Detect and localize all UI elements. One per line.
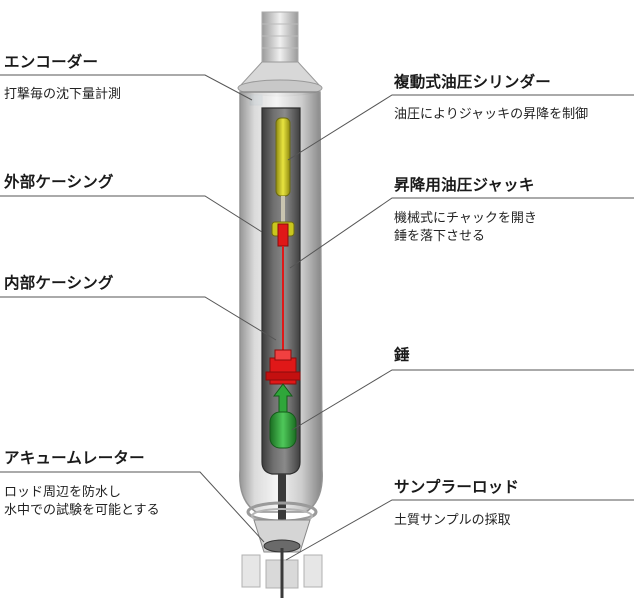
leader-sampler-rod bbox=[285, 499, 634, 561]
label-lifting-jack: 昇降用油圧ジャッキ bbox=[394, 175, 535, 196]
hammer bbox=[269, 383, 297, 449]
hydraulic-cylinder bbox=[275, 117, 291, 197]
hammer-chuck bbox=[265, 349, 301, 385]
lifting-jack bbox=[271, 221, 295, 350]
label-hydraulic-cylinder-desc: 油圧によりジャッキの昇降を制御 bbox=[394, 106, 588, 124]
label-outer-casing: 外部ケーシング bbox=[4, 172, 114, 193]
accumulator-title: アキュームレーター bbox=[4, 449, 145, 467]
encoder-title: エンコーダー bbox=[4, 53, 99, 71]
lifting-jack-title: 昇降用油圧ジャッキ bbox=[394, 176, 535, 194]
hydraulic-cylinder-title: 複動式油圧シリンダー bbox=[394, 73, 552, 91]
leader-lifting-jack bbox=[289, 197, 634, 269]
label-sampler-rod-desc: 土質サンプルの採取 bbox=[394, 512, 511, 530]
label-hydraulic-cylinder: 複動式油圧シリンダー bbox=[394, 72, 551, 93]
sampler-rod-desc: 土質サンプルの採取 bbox=[394, 513, 511, 528]
outer-casing-title: 外部ケーシング bbox=[4, 173, 114, 191]
leader-hydraulic-cylinder bbox=[287, 94, 634, 161]
accumulator-desc-line1: ロッド周辺を防水し bbox=[4, 485, 122, 500]
label-accumulator-desc: ロッド周辺を防水し 水中での試験を可能とする bbox=[4, 484, 160, 519]
lifting-jack-desc-line2: 錘を落下させる bbox=[394, 228, 486, 244]
label-encoder-desc: 打撃毎の沈下量計測 bbox=[4, 86, 121, 104]
label-sampler-rod: サンプラーロッド bbox=[394, 477, 519, 498]
leader-inner-casing bbox=[0, 296, 277, 341]
top-cap bbox=[237, 11, 323, 97]
label-hammer: 錘 bbox=[394, 345, 410, 366]
leader-lines bbox=[0, 74, 634, 561]
accumulator-desc-line2: 水中での試験を可能とする bbox=[4, 502, 160, 518]
label-lifting-jack-desc: 機械式にチャックを開き 錘を落下させる bbox=[394, 210, 537, 245]
leader-encoder bbox=[0, 74, 253, 101]
label-encoder: エンコーダー bbox=[4, 52, 98, 73]
hammer-title: 錘 bbox=[394, 346, 410, 364]
accumulator bbox=[253, 519, 311, 553]
label-inner-casing: 内部ケーシング bbox=[4, 273, 114, 294]
sampler-rod-title: サンプラーロッド bbox=[394, 478, 520, 496]
hydraulic-cylinder-desc: 油圧によりジャッキの昇降を制御 bbox=[394, 107, 589, 122]
leader-hammer bbox=[291, 369, 634, 431]
encoder-desc: 打撃毎の沈下量計測 bbox=[4, 87, 122, 102]
leader-outer-casing bbox=[0, 195, 263, 233]
lifting-jack-desc-line1: 機械式にチャックを開き bbox=[394, 211, 537, 226]
leader-accumulator bbox=[0, 471, 265, 543]
inner-casing-title: 内部ケーシング bbox=[4, 274, 114, 292]
label-accumulator: アキュームレーター bbox=[4, 448, 145, 469]
base-frame bbox=[241, 548, 323, 598]
